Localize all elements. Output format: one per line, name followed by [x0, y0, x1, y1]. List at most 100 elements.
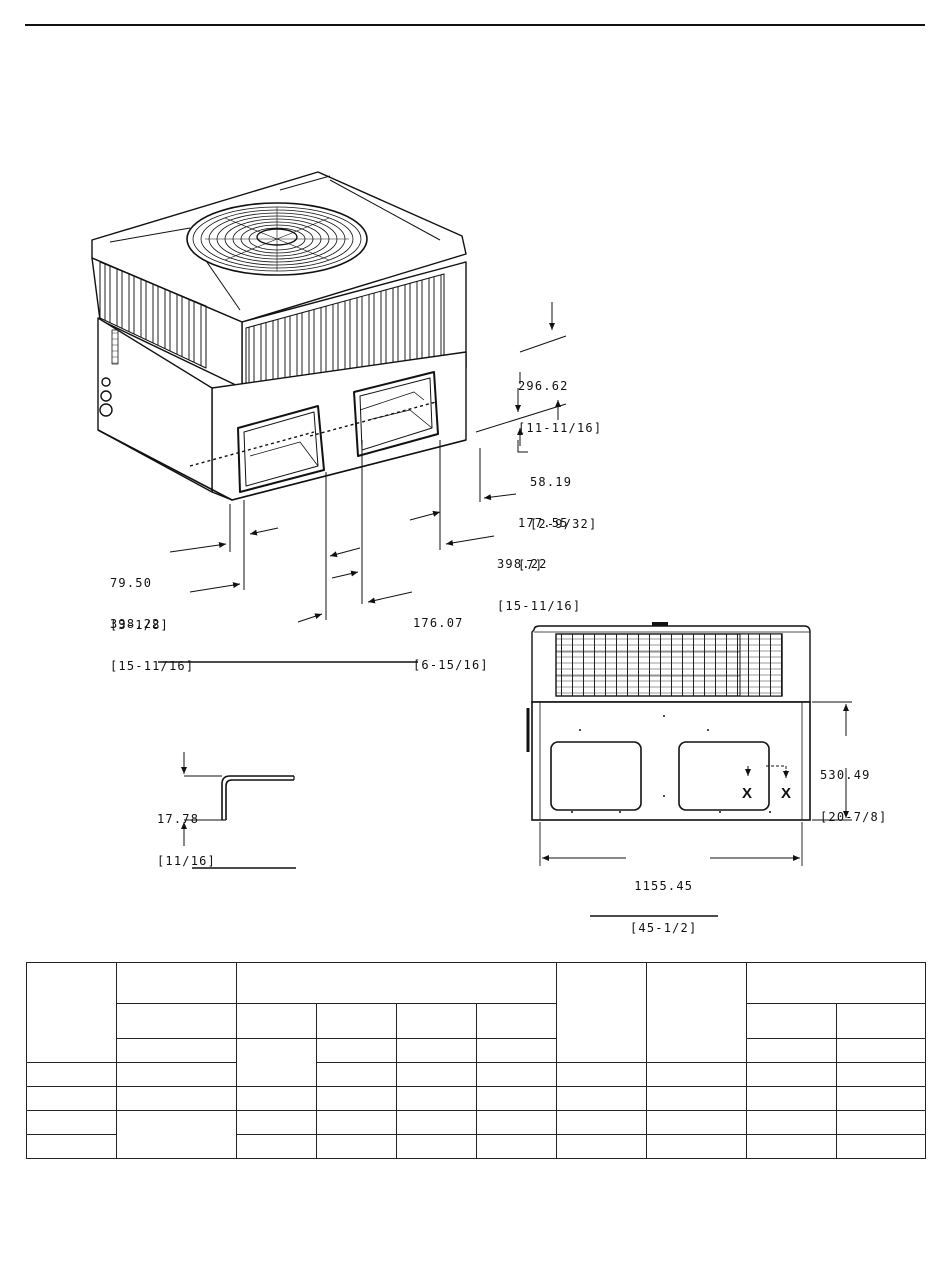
- table-cell: [236, 962, 557, 1004]
- table-cell: [646, 1086, 747, 1111]
- table-cell: [116, 1062, 237, 1087]
- table-cell: [836, 1134, 926, 1159]
- table-cell: [746, 1086, 837, 1111]
- table-cell: [26, 962, 117, 1063]
- dim-4-mm: 398.22: [497, 557, 548, 571]
- front-width-label: 1155.45 [45-1/2]: [630, 851, 697, 949]
- table-cell: [26, 1062, 117, 1087]
- side-cabinet: [97, 317, 213, 493]
- dim-label-1: 296.62 [11-11/16]: [518, 351, 602, 449]
- table-cell: [26, 1134, 117, 1159]
- table-cell: [746, 1038, 837, 1063]
- front-height-in: [20-7/8]: [820, 810, 888, 824]
- front-height-label: 530.49 [20-7/8]: [820, 740, 887, 838]
- table-cell: [236, 1134, 317, 1159]
- table-cell: [746, 1110, 837, 1135]
- dim-label-4: 398.22 [15-11/16]: [497, 529, 581, 627]
- header-rule: [25, 24, 925, 26]
- dim-label-7: 176.07 [6-15/16]: [413, 588, 489, 686]
- isometric-unit-drawing: [91, 171, 467, 501]
- front-width-in: [45-1/2]: [630, 921, 698, 935]
- table-cell: [236, 1038, 317, 1087]
- table-cell: [316, 1086, 397, 1111]
- table-cell: [746, 1003, 837, 1039]
- table-cell: [236, 1086, 317, 1111]
- table-cell: [476, 1086, 557, 1111]
- fan-grille: [186, 202, 368, 276]
- dim-1-mm: 296.62: [518, 379, 569, 393]
- dim-3-mm: 177.55: [518, 516, 569, 530]
- table-row: [27, 1038, 926, 1087]
- table-cell: [836, 1062, 926, 1087]
- table-cell: [836, 1086, 926, 1111]
- table-cell: [646, 1110, 747, 1135]
- table-cell: [836, 1003, 926, 1039]
- table-row: [26, 1134, 926, 1159]
- front-duct-left: [550, 741, 642, 811]
- table-cell: [396, 1086, 477, 1111]
- table-cell: [646, 1062, 747, 1087]
- table-cell: [396, 1062, 477, 1087]
- duct-opening-right: [353, 371, 439, 457]
- dim-7-mm: 176.07: [413, 616, 464, 630]
- table-cell: [236, 1003, 317, 1039]
- table-cell: [116, 1086, 237, 1111]
- table-cell: [476, 1134, 557, 1159]
- table-cell: [396, 1134, 477, 1159]
- table-cell: [116, 962, 237, 1004]
- table-row: [26, 1062, 926, 1087]
- front-view-drawing: [526, 622, 852, 917]
- table-cell: [556, 962, 647, 1063]
- dim-label-6: 398.22 [15-11/16]: [110, 589, 194, 687]
- table-cell: [116, 1003, 237, 1039]
- table-cell: [316, 1062, 397, 1087]
- table-cell: [116, 1038, 237, 1063]
- table-cell: [316, 1003, 397, 1039]
- table-cell: [316, 1134, 397, 1159]
- table-cell: [476, 1062, 557, 1087]
- table-cell: [26, 1086, 117, 1111]
- table-row: [27, 1003, 926, 1039]
- table-cell: [316, 1038, 397, 1063]
- flange-dim-mm: 17.78: [157, 812, 200, 826]
- table-cell: [396, 1110, 477, 1135]
- table-cell: [116, 1110, 237, 1159]
- flange-dim-label: 17.78 [11/16]: [157, 784, 216, 882]
- table-row: [26, 962, 926, 1063]
- table-row: [26, 1110, 926, 1159]
- spec-table: [26, 962, 926, 1159]
- table-cell: [556, 1086, 647, 1111]
- section-mark-left: X: [742, 785, 753, 802]
- table-cell: [646, 962, 747, 1063]
- dim-label-3: 177.55 [7]: [518, 488, 569, 586]
- dim-2-mm: 58.19: [530, 475, 573, 489]
- dim-1-in: [11-11/16]: [518, 421, 603, 435]
- table-cell: [316, 1110, 397, 1135]
- table-cell: [746, 1062, 837, 1087]
- table-cell: [476, 1038, 557, 1063]
- dim-2-in: [2-9/32]: [530, 517, 598, 531]
- dim-3-in: [7]: [518, 558, 544, 572]
- table-row: [26, 1086, 926, 1111]
- table-cell: [836, 1038, 926, 1063]
- table-cell: [476, 1110, 557, 1135]
- dim-6-in: [15-11/16]: [110, 659, 195, 673]
- table-cell: [746, 1134, 837, 1159]
- table-cell: [746, 962, 926, 1004]
- table-cell: [236, 1110, 317, 1135]
- dim-label-2: 58.19 [2-9/32]: [530, 447, 597, 545]
- table-cell: [26, 1110, 117, 1135]
- dim-5-mm: 79.50: [110, 576, 153, 590]
- front-duct-right: [678, 741, 770, 811]
- table-cell: [646, 1134, 747, 1159]
- dim-5-in: [3-1/8]: [110, 618, 169, 632]
- table-cell: [556, 1062, 647, 1087]
- dim-6-mm: 398.22: [110, 617, 161, 631]
- isometric-dimension-lines: [169, 302, 567, 623]
- section-mark-right: X: [781, 785, 792, 802]
- dim-7-in: [6-15/16]: [413, 658, 489, 672]
- table-cell: [396, 1038, 477, 1063]
- flange-dim-in: [11/16]: [157, 854, 216, 868]
- dim-4-in: [15-11/16]: [497, 599, 582, 613]
